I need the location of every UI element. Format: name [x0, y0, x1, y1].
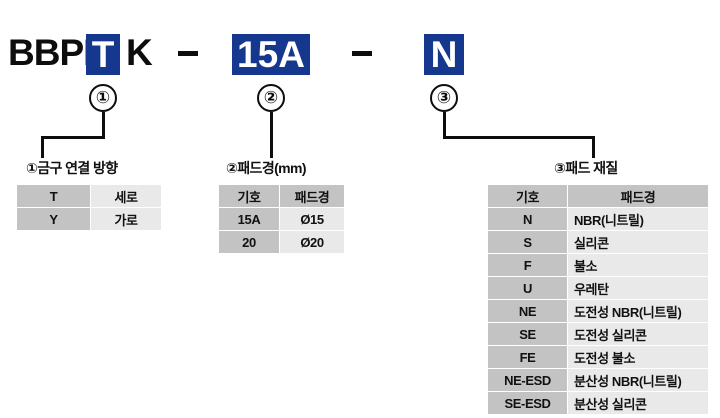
- table-row: N NBR(니트릴): [487, 207, 709, 231]
- cell-value: 도전성 불소: [567, 345, 709, 369]
- leader-1-segment-down: [102, 112, 105, 138]
- cell-key: F: [487, 253, 568, 277]
- leader-2-segment-down: [270, 112, 273, 158]
- cell-key: FE: [487, 345, 568, 369]
- table-row: 15A Ø15: [218, 207, 345, 231]
- part-number-code3-box: N: [424, 34, 464, 75]
- cell-value: 우레탄: [567, 276, 709, 300]
- table-row: Y 가로: [16, 207, 162, 231]
- leader-3-segment-drop: [592, 136, 595, 158]
- cell-value: Ø20: [279, 230, 345, 254]
- section-2-caption: ②패드경(mm): [226, 160, 307, 176]
- cell-value: Ø15: [279, 207, 345, 231]
- section-1-caption: ①금구 연결 방향: [26, 160, 118, 176]
- cell-value: 불소: [567, 253, 709, 277]
- table-header-row: 기호 패드경: [218, 184, 345, 208]
- cell-value: 실리콘: [567, 230, 709, 254]
- cell-key: S: [487, 230, 568, 254]
- cell-key: T: [16, 184, 91, 208]
- marker-3: ③: [430, 84, 458, 112]
- header-key: 기호: [487, 184, 568, 208]
- leader-3-segment-right: [443, 136, 595, 139]
- cell-value: 분산성 NBR(니트릴): [567, 368, 709, 392]
- header-key: 기호: [218, 184, 280, 208]
- part-number-code2-box: 15A: [232, 34, 310, 75]
- cell-key: NE: [487, 299, 568, 323]
- cell-key: U: [487, 276, 568, 300]
- cell-key: NE-ESD: [487, 368, 568, 392]
- table-row: FE 도전성 불소: [487, 345, 709, 369]
- cell-key: 15A: [218, 207, 280, 231]
- section-1-table: T 세로 Y 가로: [16, 184, 162, 231]
- section-3-caption: ③패드 재질: [554, 160, 618, 176]
- header-value: 패드경: [279, 184, 345, 208]
- table-header-row: 기호 패드경: [487, 184, 709, 208]
- part-number-row: BBPB T K 15A N: [0, 30, 720, 80]
- header-value: 패드경: [567, 184, 709, 208]
- section-2-table: 기호 패드경 15A Ø15 20 Ø20: [218, 184, 345, 254]
- section-3-table: 기호 패드경 N NBR(니트릴) S 실리콘 F 불소 U 우레탄 NE 도전…: [487, 184, 709, 415]
- table-row: SE-ESD 분산성 실리콘: [487, 391, 709, 415]
- leader-1-segment-drop: [41, 136, 44, 158]
- cell-key: N: [487, 207, 568, 231]
- leader-3-segment-down: [443, 112, 446, 138]
- table-row: F 불소: [487, 253, 709, 277]
- marker-1: ①: [89, 84, 117, 112]
- table-row: S 실리콘: [487, 230, 709, 254]
- cell-value: 도전성 실리콘: [567, 322, 709, 346]
- cell-key: 20: [218, 230, 280, 254]
- cell-value: 가로: [90, 207, 162, 231]
- cell-value: 세로: [90, 184, 162, 208]
- cell-key: SE-ESD: [487, 391, 568, 415]
- cell-value: 도전성 NBR(니트릴): [567, 299, 709, 323]
- cell-key: Y: [16, 207, 91, 231]
- leader-1-segment-left: [41, 136, 105, 139]
- cell-key: SE: [487, 322, 568, 346]
- part-number-dash-2: [352, 51, 372, 56]
- table-row: SE 도전성 실리콘: [487, 322, 709, 346]
- cell-value: NBR(니트릴): [567, 207, 709, 231]
- part-number-code1-box: T: [86, 34, 120, 75]
- table-row: NE-ESD 분산성 NBR(니트릴): [487, 368, 709, 392]
- cell-value: 분산성 실리콘: [567, 391, 709, 415]
- table-row: 20 Ø20: [218, 230, 345, 254]
- table-row: T 세로: [16, 184, 162, 208]
- table-row: U 우레탄: [487, 276, 709, 300]
- part-number-dash-1: [178, 51, 198, 56]
- part-number-suffix1: K: [126, 32, 153, 73]
- marker-2: ②: [257, 84, 285, 112]
- table-row: NE 도전성 NBR(니트릴): [487, 299, 709, 323]
